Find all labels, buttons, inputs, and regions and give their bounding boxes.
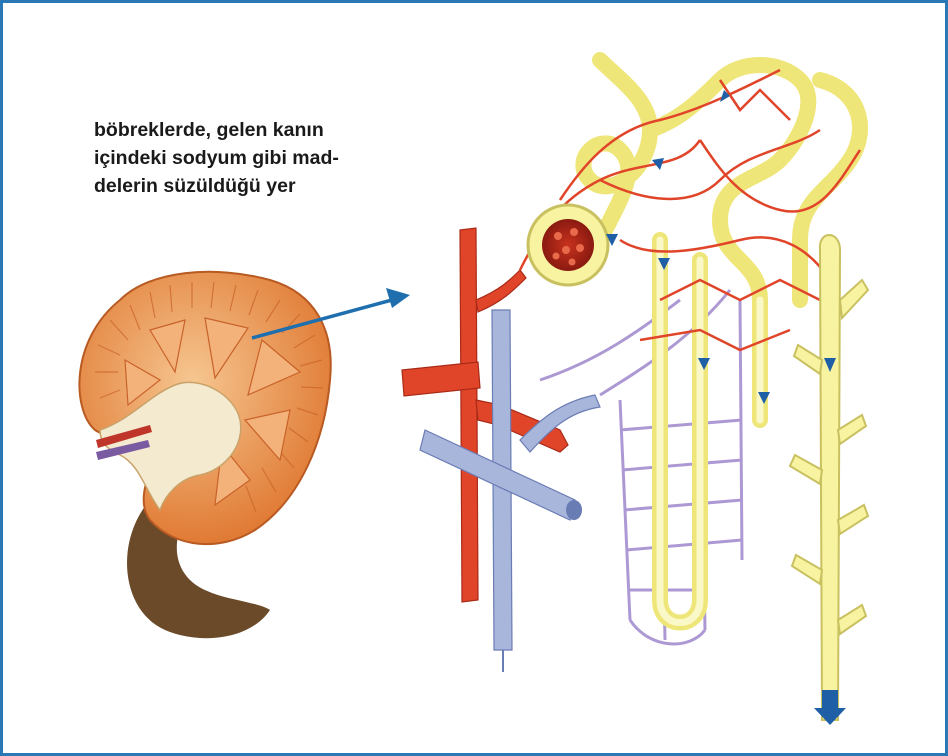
nephron <box>402 60 868 725</box>
glomerulus <box>542 219 594 271</box>
artery <box>402 228 568 602</box>
vein <box>420 310 600 650</box>
vein-end-cap <box>566 500 582 520</box>
urine-outflow-arrow <box>814 690 846 725</box>
peritubular-capillaries <box>540 290 742 644</box>
flow-arrows <box>606 90 770 404</box>
bowmans-capsule <box>528 205 608 285</box>
